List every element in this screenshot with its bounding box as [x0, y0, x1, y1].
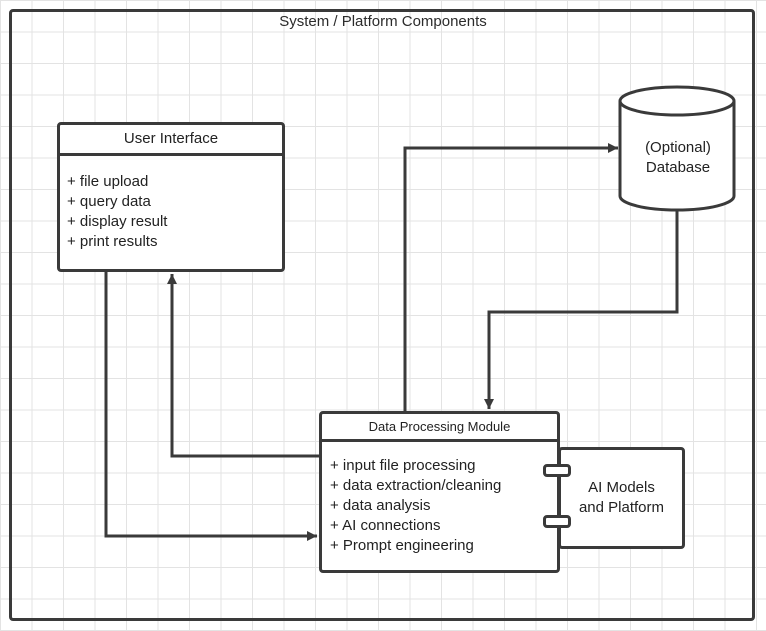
- user-interface-box[interactable]: User Interface + file upload + query dat…: [57, 122, 285, 272]
- component-port-top: [543, 464, 571, 477]
- database-label-line1: (Optional): [645, 139, 711, 156]
- connector-dpm-to-ui: [167, 274, 319, 458]
- attribute-item: + print results: [67, 233, 158, 250]
- ai-models-box[interactable]: AI Models and Platform: [558, 447, 685, 549]
- attribute-item: + file upload: [67, 173, 149, 190]
- database-label: (Optional) Database: [620, 138, 736, 178]
- connector-dpm-to-database: [403, 143, 618, 411]
- ai-models-label-line2: and Platform: [578, 499, 665, 516]
- attribute-item: + input file processing: [330, 457, 476, 474]
- database-label-line2: Database: [645, 159, 711, 176]
- attribute-item: + data extraction/cleaning: [330, 477, 502, 494]
- system-frame: [9, 9, 755, 621]
- component-port-bottom: [543, 515, 571, 528]
- connector-database-to-dpm: [484, 210, 679, 409]
- attribute-item: + display result: [67, 213, 168, 230]
- attribute-item: + Prompt engineering: [330, 537, 474, 554]
- attribute-item: + AI connections: [330, 517, 441, 534]
- data-processing-module-box[interactable]: Data Processing Module + input file proc…: [319, 411, 560, 573]
- frame-title: System / Platform Components: [279, 13, 487, 30]
- user-interface-attributes: + file upload + query data + display res…: [60, 156, 282, 252]
- data-processing-module-attributes: + input file processing + data extractio…: [322, 442, 557, 556]
- attribute-item: + data analysis: [330, 497, 431, 514]
- database-cylinder[interactable]: [618, 85, 736, 212]
- ai-models-label-line1: AI Models: [588, 479, 655, 496]
- attribute-item: + query data: [67, 193, 151, 210]
- user-interface-title: User Interface: [60, 125, 282, 156]
- data-processing-module-title: Data Processing Module: [322, 414, 557, 442]
- connector-ui-to-dpm: [104, 272, 317, 541]
